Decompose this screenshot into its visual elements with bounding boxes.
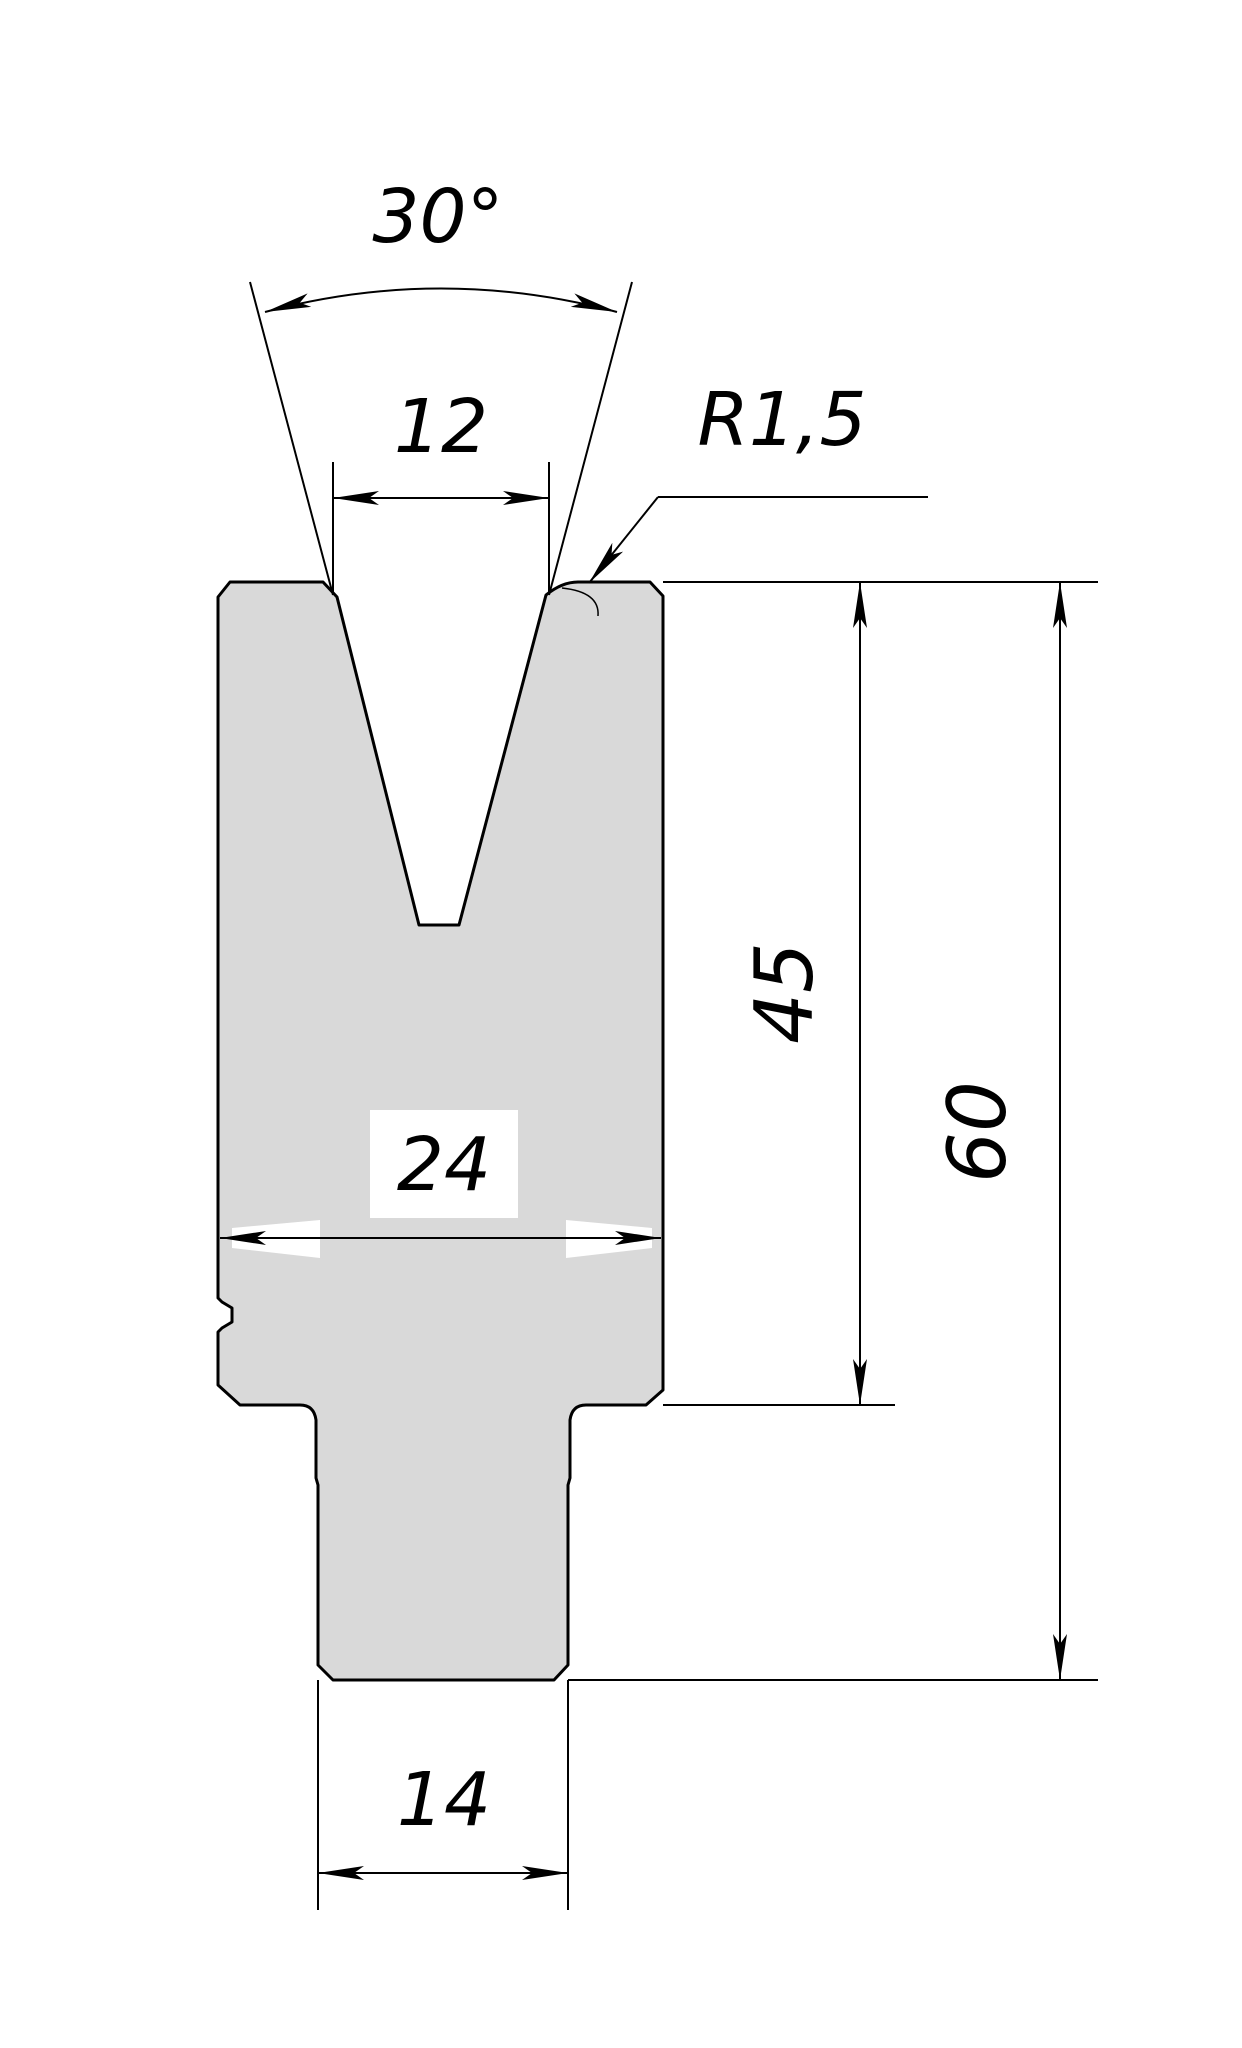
angle-extension-left xyxy=(249,281,334,596)
body-width-label-background xyxy=(370,1110,518,1218)
total-height-label: 60 xyxy=(931,1081,1024,1183)
radius-label: R1,5 xyxy=(697,377,866,463)
radius-arc xyxy=(561,587,599,617)
shank-width-dimension: 14 xyxy=(317,1680,569,1910)
radius-leader-arrow xyxy=(588,496,659,584)
angle-dimension-arc xyxy=(264,287,618,313)
groove-width-dimension: 12 xyxy=(332,384,550,595)
body-width-label: 24 xyxy=(397,1122,491,1208)
angle-dimension: 30° xyxy=(249,174,633,596)
angle-extension-right xyxy=(548,281,633,596)
radius-callout: R1,5 xyxy=(561,377,928,617)
body-width-dimension: 24 xyxy=(220,1110,661,1258)
groove-height-label: 45 xyxy=(738,942,831,1044)
shank-width-label: 14 xyxy=(397,1757,491,1843)
groove-height-dimension: 45 xyxy=(663,581,1098,1406)
groove-width-label: 12 xyxy=(394,384,488,470)
angle-label: 30° xyxy=(372,174,503,260)
total-height-dimension: 60 xyxy=(568,582,1098,1681)
